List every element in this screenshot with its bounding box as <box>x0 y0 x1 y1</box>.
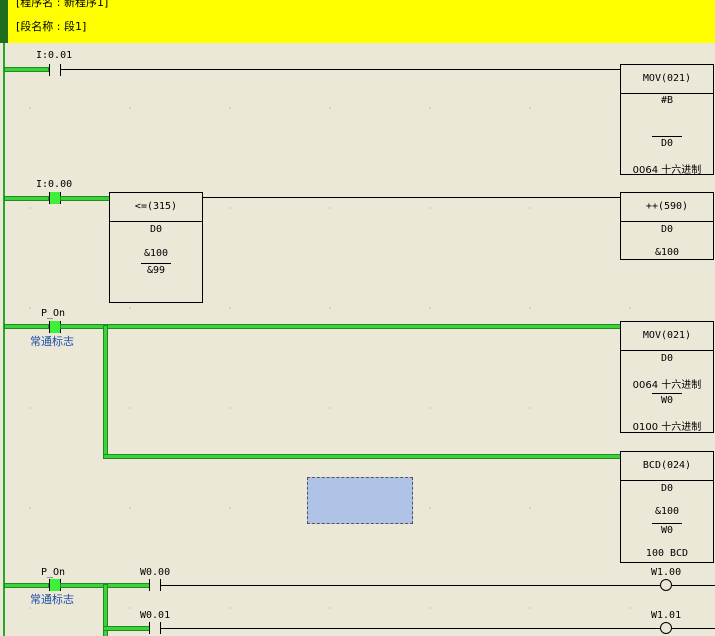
coil-label: W1.00 <box>651 567 682 578</box>
operand-1: #B <box>660 95 674 106</box>
divider <box>652 393 682 394</box>
contact-w0-00[interactable] <box>149 579 161 591</box>
coil-w1-00[interactable] <box>660 579 672 591</box>
left-power-rail <box>3 43 5 636</box>
operand-2: &100 <box>654 247 680 258</box>
energized-wire <box>61 325 620 328</box>
operand-1: D0 <box>660 224 674 235</box>
operand-2: D0 <box>660 138 674 149</box>
operand-1: D0 <box>660 353 674 364</box>
contact-i0-01[interactable] <box>49 64 61 76</box>
divider <box>141 263 171 264</box>
contact-label: P_On <box>41 567 66 578</box>
section-name: [段名称 : 段1] <box>16 20 87 33</box>
contact-label: I:0.01 <box>36 50 73 61</box>
instruction-name: BCD(024) <box>621 452 713 481</box>
rail-wire <box>5 325 48 328</box>
operand-note: 0100 十六进制 <box>632 422 702 433</box>
wire <box>61 69 620 70</box>
instruction-name: <=(315) <box>110 193 202 222</box>
energized-wire <box>104 627 149 630</box>
selection-rectangle[interactable] <box>307 477 413 524</box>
contact-i0-00[interactable] <box>49 192 61 204</box>
program-header: [程序名 : 新程序1] [段名称 : 段1] <box>0 0 715 43</box>
operand-note: 0064 十六进制 <box>632 165 702 176</box>
branch-wire <box>104 326 107 456</box>
wire <box>202 197 620 198</box>
header-marker <box>0 0 8 43</box>
rail-wire <box>5 197 48 200</box>
wire <box>161 585 660 586</box>
divider <box>652 523 682 524</box>
operand-2: W0 <box>660 525 674 536</box>
instruction-name: MOV(021) <box>621 322 713 351</box>
operand-2: &100 <box>143 248 169 259</box>
contact-label: W0.01 <box>140 610 171 621</box>
contact-label: P_On <box>41 308 66 319</box>
ladder-canvas[interactable] <box>0 43 715 636</box>
rail-wire <box>5 68 48 71</box>
instruction-name: ++(590) <box>621 193 713 222</box>
branch-wire <box>104 585 107 636</box>
instruction-mov[interactable]: MOV(021) D0 0064 十六进制 W0 0100 十六进制 <box>620 321 714 433</box>
instruction-compare[interactable]: <=(315) D0 &100 &99 <box>109 192 203 303</box>
operand-3: &99 <box>146 265 166 276</box>
operand-1: D0 <box>149 224 163 235</box>
contact-p-on[interactable] <box>49 579 61 591</box>
operand-note: &100 <box>654 506 680 517</box>
contact-w0-01[interactable] <box>149 622 161 634</box>
instruction-name: MOV(021) <box>621 65 713 94</box>
operand-1: D0 <box>660 483 674 494</box>
instruction-mov[interactable]: MOV(021) #B D0 0064 十六进制 <box>620 64 714 176</box>
energized-wire <box>61 197 109 200</box>
operand-2: W0 <box>660 395 674 406</box>
coil-label: W1.01 <box>651 610 682 621</box>
operand-note: 0064 十六进制 <box>632 380 702 391</box>
contact-p-on[interactable] <box>49 321 61 333</box>
instruction-increment[interactable]: ++(590) D0 &100 <box>620 192 714 260</box>
wire <box>672 585 715 586</box>
energized-wire <box>104 455 620 458</box>
divider <box>652 136 682 137</box>
operand-note: 100 BCD <box>645 548 689 559</box>
coil-w1-01[interactable] <box>660 622 672 634</box>
wire <box>161 628 660 629</box>
contact-label: I:0.00 <box>36 179 73 190</box>
instruction-bcd[interactable]: BCD(024) D0 &100 W0 100 BCD <box>620 451 714 563</box>
contact-description: 常通标志 <box>30 593 74 606</box>
contact-description: 常通标志 <box>30 335 74 348</box>
wire <box>672 628 715 629</box>
program-name: [程序名 : 新程序1] <box>16 0 109 9</box>
rail-wire <box>5 584 48 587</box>
contact-label: W0.00 <box>140 567 171 578</box>
